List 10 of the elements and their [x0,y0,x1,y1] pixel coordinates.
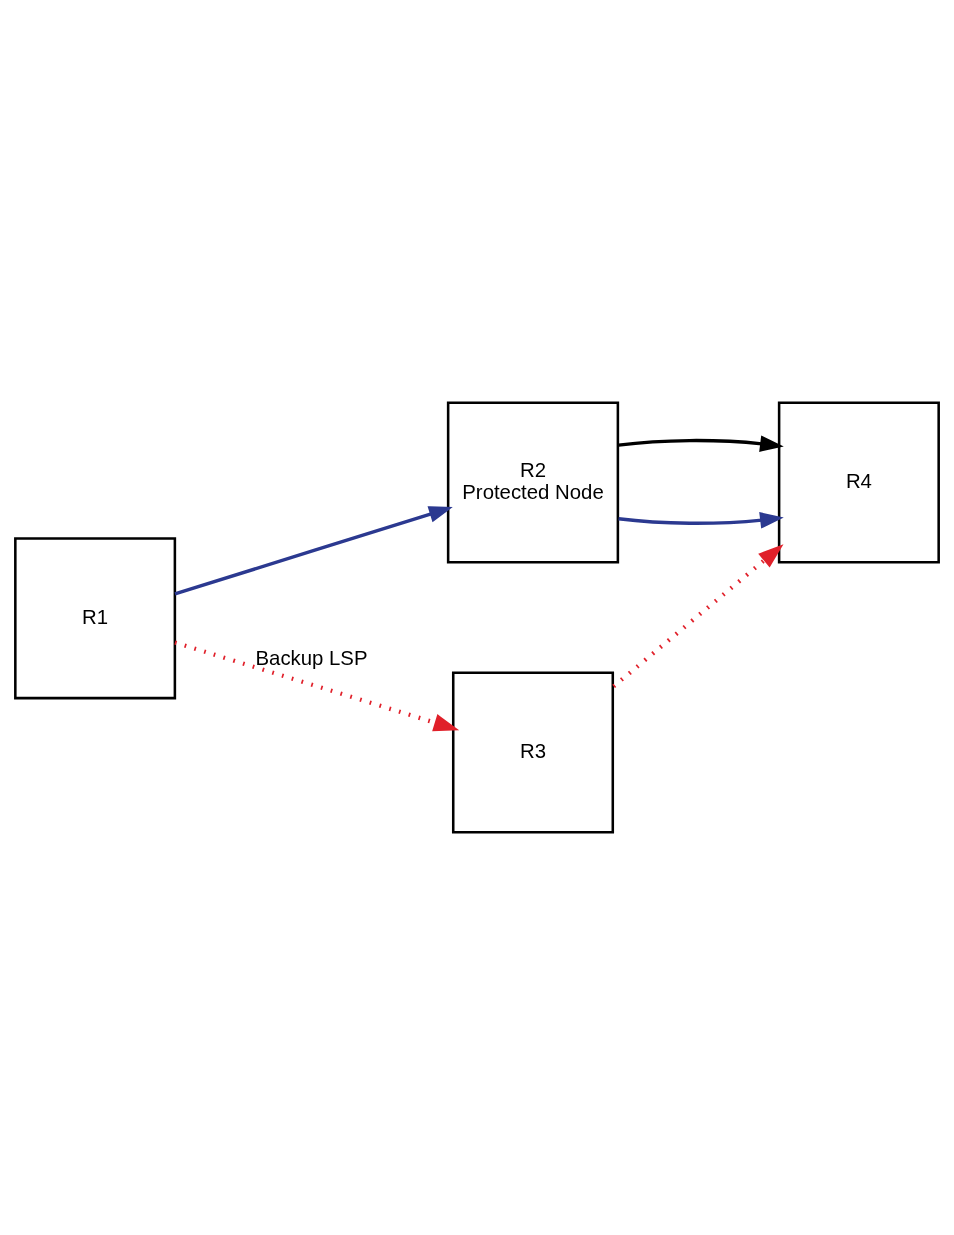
arrow [174,640,460,732]
arrow [612,544,784,689]
edge-label: Backup LSP [255,647,368,670]
arrow [618,435,784,452]
node-box: R1 [14,537,177,700]
arrow [618,512,784,529]
node-box: R3 [451,671,615,834]
node-box: R4 [777,401,940,564]
arrow [174,506,453,596]
node-box: R2 Protected Node [446,401,620,564]
